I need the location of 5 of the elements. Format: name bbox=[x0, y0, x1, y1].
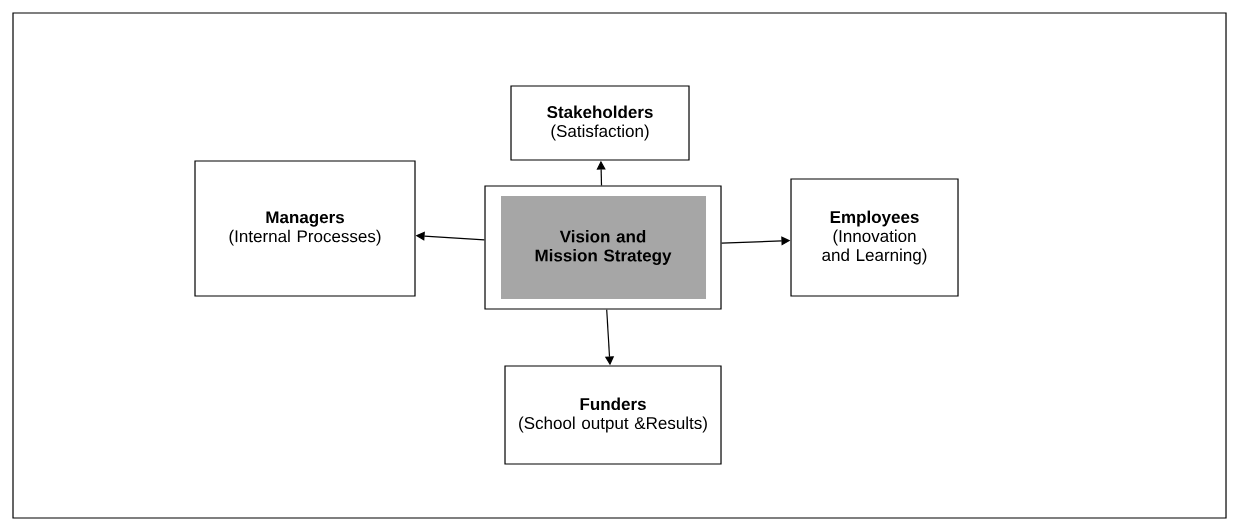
strategy-box: Vision and Mission Strategy bbox=[484, 185, 722, 310]
process-box: Funders (School output &Results) bbox=[504, 365, 722, 465]
process-box: Stakeholders (Satisfaction) bbox=[510, 85, 690, 161]
process-box: Managers (Internal Processes) bbox=[194, 160, 416, 297]
process-box: Employees (Innovation and Learning) bbox=[790, 178, 959, 297]
